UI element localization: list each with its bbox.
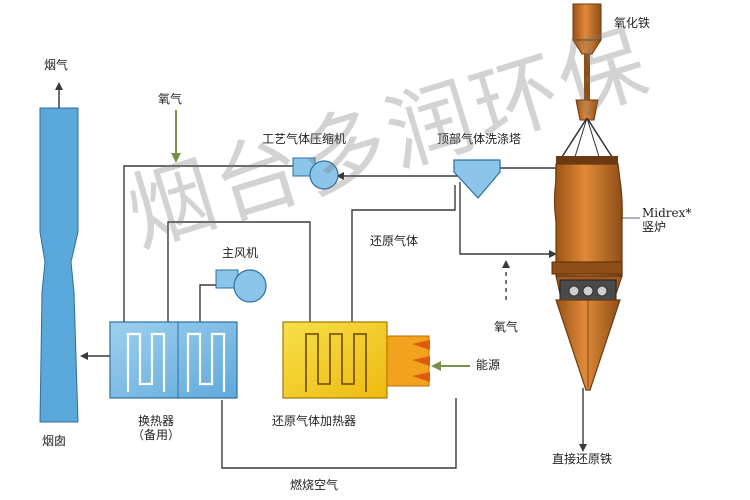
flow-lines: [80, 110, 587, 469]
scrubber-to-heater-line: [351, 185, 456, 326]
process-compressor-label: 工艺气体压缩机: [262, 132, 347, 146]
midrex-furnace-label: Midrex* 竖炉: [642, 206, 692, 234]
chimney-gas-label: 烟气: [44, 58, 69, 72]
compressor-to-exchanger-line: [123, 165, 293, 326]
exchanger-to-heater-line: [167, 221, 311, 330]
reducing-gas-heater: [282, 321, 430, 399]
oxygen-right-label: 氧气: [494, 320, 519, 334]
reducing-gas-line: [459, 182, 557, 258]
combustion-air-line: [221, 398, 457, 469]
main-fan-label: 主风机: [222, 246, 259, 260]
chimney-stack: [39, 82, 79, 423]
top-gas-scrubber: [453, 159, 501, 199]
dri-label: 直接还原铁: [552, 452, 613, 466]
chimney-label: 烟囱: [42, 434, 67, 448]
reducing-gas-label: 还原气体: [370, 234, 419, 248]
top-gas-scrubber-label: 顶部气体洗涤塔: [437, 132, 522, 146]
energy-label: 能源: [476, 358, 501, 372]
heat-exchanger: [109, 321, 238, 399]
combustion-air-label: 燃烧空气: [290, 478, 339, 492]
midrex-shaft-furnace: [551, 3, 623, 391]
reducing-gas-heater-label: 还原气体加热器: [272, 414, 357, 428]
process-gas-compressor: [292, 157, 339, 190]
heat-exchanger-label: 换热器 （备用）: [132, 414, 181, 442]
fan-to-exchanger-line: [199, 284, 216, 330]
oxygen-top-label: 氧气: [158, 92, 183, 106]
main-fan: [215, 269, 267, 303]
iron-oxide-label: 氧化铁: [614, 16, 651, 30]
